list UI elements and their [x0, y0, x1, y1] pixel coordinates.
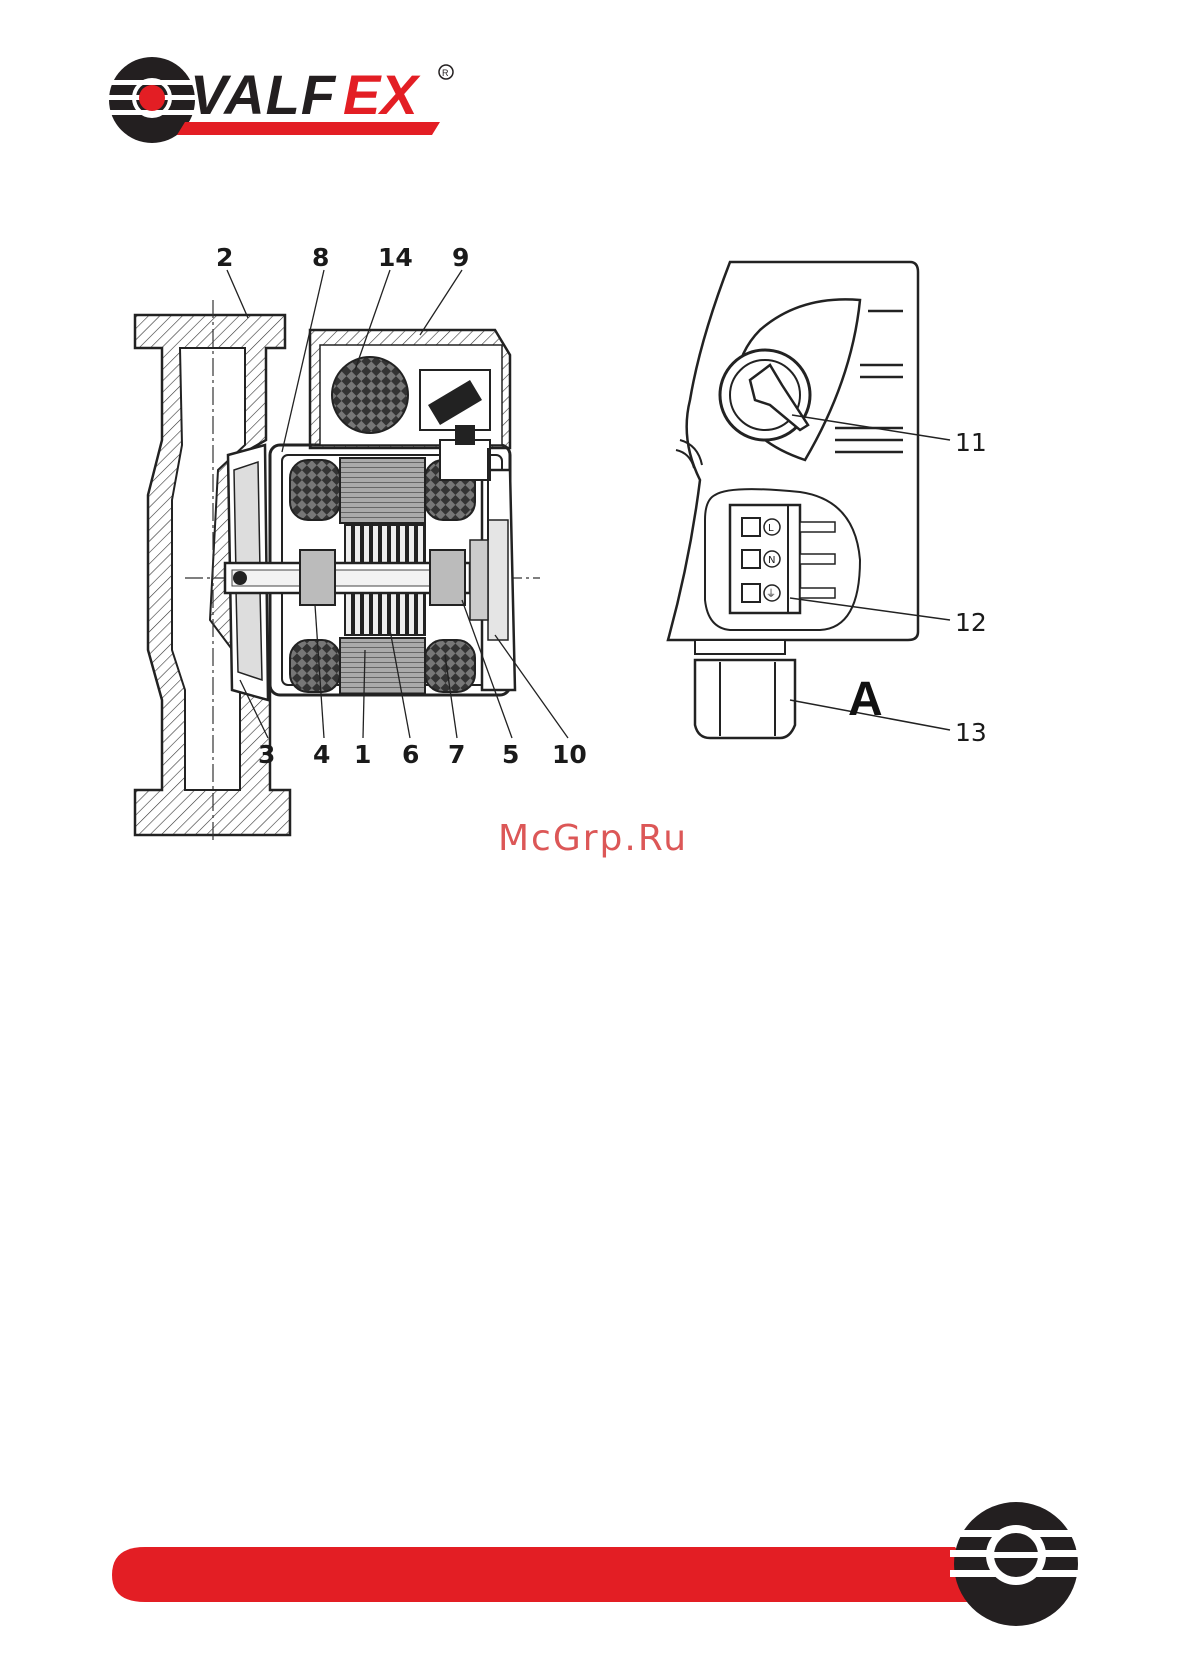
callout-2: 2: [216, 245, 233, 270]
watermark: McGrp.Ru: [498, 818, 688, 859]
svg-text:R: R: [442, 68, 449, 78]
terminal-box-view-a: L N ⏚: [668, 262, 950, 738]
logo-wordmark: VALF: [190, 63, 337, 126]
valfex-emblem-icon: [950, 1502, 1082, 1626]
callout-4: 4: [313, 742, 330, 767]
footer-red-bar: [112, 1547, 1000, 1602]
callout-10: 10: [552, 742, 587, 767]
callout-7: 7: [448, 742, 465, 767]
cable-gland: [695, 660, 795, 738]
callout-14: 14: [378, 245, 413, 270]
view-letter: A: [848, 672, 883, 727]
callout-8: 8: [312, 245, 329, 270]
callout-12: 12: [955, 610, 987, 635]
callout-11: 11: [955, 430, 987, 455]
footer: [112, 1502, 1082, 1626]
callout-3: 3: [258, 742, 275, 767]
callout-13: 13: [955, 720, 987, 745]
logo-wordmark-ex: EX: [343, 63, 421, 126]
callout-1: 1: [354, 742, 371, 767]
callout-5: 5: [502, 742, 519, 767]
terminal-symbol-ground: ⏚: [766, 588, 776, 600]
callout-9: 9: [452, 245, 469, 270]
terminal-symbol-L: L: [768, 523, 774, 534]
valfex-logo: VALF EX R: [109, 57, 453, 143]
terminal-symbol-N: N: [768, 555, 775, 566]
callout-6: 6: [402, 742, 419, 767]
